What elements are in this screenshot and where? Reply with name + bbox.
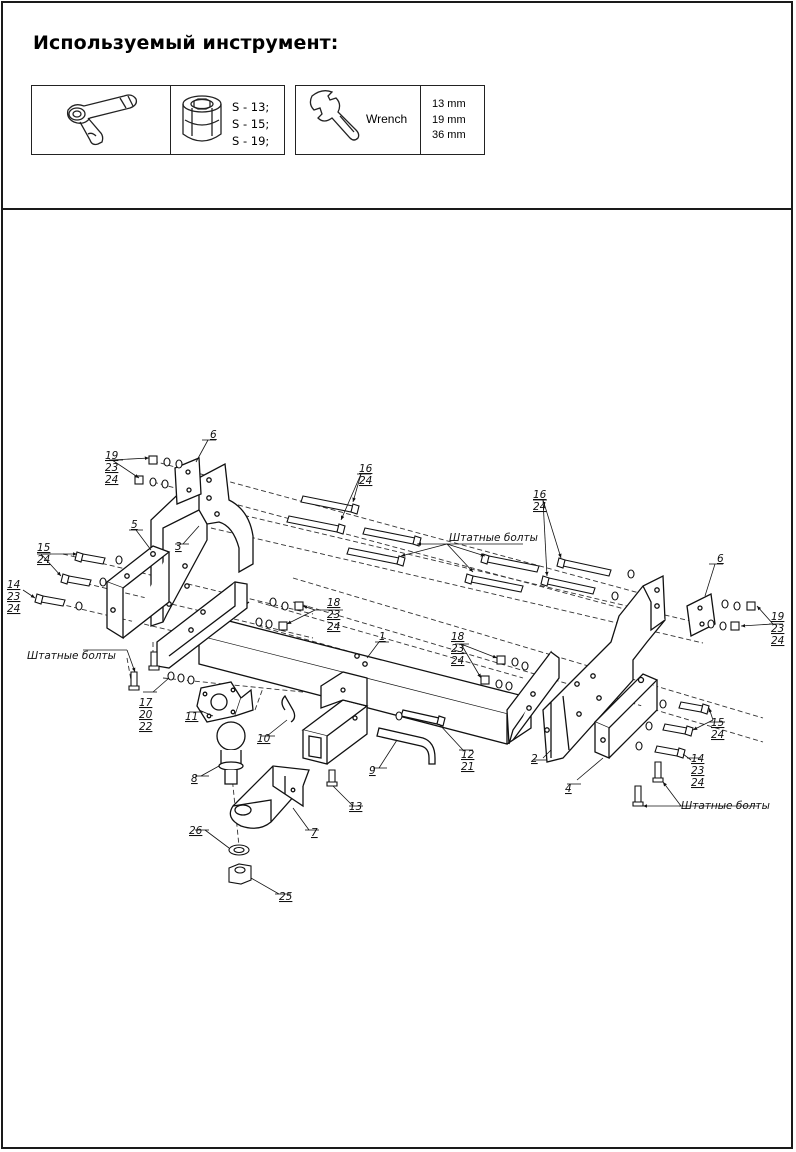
callout-24-left: 24: [105, 474, 118, 486]
callout-24-right2: 24: [451, 655, 464, 667]
callout-2: 2: [531, 753, 538, 765]
socket-size-15: S - 15;: [232, 117, 270, 131]
right-bracket: [593, 673, 659, 759]
stock-bolts-label-top: Штатные болты: [449, 532, 538, 544]
callout-14-right: 14: [691, 753, 704, 765]
tow-ball: [216, 721, 246, 785]
right-side-plate: [542, 574, 666, 763]
callout-23-right: 23: [451, 643, 464, 655]
callout-24-right3: 24: [771, 635, 784, 647]
callout-3: 3: [175, 541, 182, 553]
wrench-size-36: 36 mm: [432, 129, 466, 141]
callout-20: 20: [139, 709, 153, 721]
callout-19-right: 19: [771, 611, 785, 623]
callout-23-right2: 23: [771, 623, 784, 635]
stock-bolts-labels: Штатные болты Штатные болты Штатные болт…: [27, 532, 770, 812]
long-bolts: [286, 495, 612, 595]
socket-tools-box: S - 13; S - 15; S - 19;: [31, 85, 285, 155]
callout-5: 5: [131, 519, 138, 531]
left-bracket: [105, 545, 171, 640]
assembly-diagram: Штатные болты Штатные болты Штатные болт…: [3, 210, 793, 1148]
callout-22: 22: [139, 721, 153, 733]
callout-23-left: 23: [105, 462, 118, 474]
callout-11: 11: [185, 711, 198, 723]
callout-15-right: 15: [711, 717, 725, 729]
callout-21: 21: [461, 761, 474, 773]
callout-24-mid: 24: [327, 621, 340, 633]
callout-24-left2: 24: [37, 554, 50, 566]
callout-6-left: 6: [210, 429, 217, 441]
callout-1: 1: [379, 631, 386, 643]
tube-right-end-plate: [506, 650, 560, 745]
callout-24-right4: 24: [711, 729, 724, 741]
short-bolts: [34, 551, 710, 759]
callout-9: 9: [369, 765, 376, 777]
callout-23-left2: 23: [7, 591, 20, 603]
callout-24-left3: 24: [7, 603, 20, 615]
ratchet-icon: [66, 94, 138, 146]
callout-25: 25: [279, 891, 293, 903]
callout-23-right3: 23: [691, 765, 704, 777]
wrench-label: Wrench: [366, 112, 408, 126]
callout-12: 12: [461, 749, 475, 761]
socket-size-19: S - 19;: [232, 134, 270, 148]
callout-17: 17: [139, 697, 153, 709]
socket-divider: [170, 86, 171, 154]
nuts-and-washers: [75, 455, 756, 885]
callout-6-right: 6: [717, 553, 724, 565]
callout-13: 13: [349, 801, 362, 813]
callout-16-top: 16: [359, 463, 373, 475]
stock-bolts-label-right: Штатные болты: [681, 800, 770, 812]
callout-24-right5: 24: [691, 777, 704, 789]
callout-18-right: 18: [451, 631, 465, 643]
stock-bolts-label-left: Штатные болты: [27, 650, 116, 662]
callout-18-left: 18: [327, 597, 341, 609]
wrench-size-13: 13 mm: [432, 98, 466, 110]
wrench-divider: [420, 86, 421, 154]
receiver-tube: [301, 671, 369, 765]
socket-sizes: S - 13; S - 15; S - 19;: [232, 99, 269, 150]
callout-15-left: 15: [37, 542, 51, 554]
socket-icon: [182, 95, 222, 142]
socket-size-13: S - 13;: [232, 100, 270, 114]
callout-7: 7: [311, 827, 318, 839]
tools-panel: Используемый инструмент:: [3, 3, 793, 210]
callout-4: 4: [565, 783, 572, 795]
tube-left-end-plate: [156, 581, 248, 669]
tools-title: Используемый инструмент:: [33, 32, 339, 54]
callout-26: 26: [189, 825, 203, 837]
callout-16-right: 16: [533, 489, 547, 501]
wrench-tools-box: Wrench 13 mm 19 mm 36 mm: [295, 85, 485, 155]
ball-mount: [229, 765, 310, 829]
callout-10: 10: [257, 733, 271, 745]
socket-plate: [196, 681, 254, 723]
wrench-sizes: 13 mm 19 mm 36 mm: [432, 97, 466, 144]
callout-14-left: 14: [7, 579, 20, 591]
part-callouts: 6 19 23 24 16 24 16 24 5 3 15 24 14 23 2…: [7, 429, 785, 903]
wrench-size-19: 19 mm: [432, 113, 466, 126]
pin-and-clip: [281, 694, 436, 765]
tow-bar-exploded-view: Штатные болты Штатные болты Штатные болт…: [7, 429, 785, 903]
wrench-icon: [309, 90, 360, 141]
callout-19-left: 19: [105, 450, 119, 462]
leader-lines: [22, 439, 783, 895]
callout-23-mid: 23: [327, 609, 340, 621]
callout-8: 8: [191, 773, 198, 785]
callout-24-top: 24: [359, 475, 372, 487]
callout-24-right: 24: [533, 501, 546, 513]
stock-bolts-vertical: [128, 651, 664, 807]
